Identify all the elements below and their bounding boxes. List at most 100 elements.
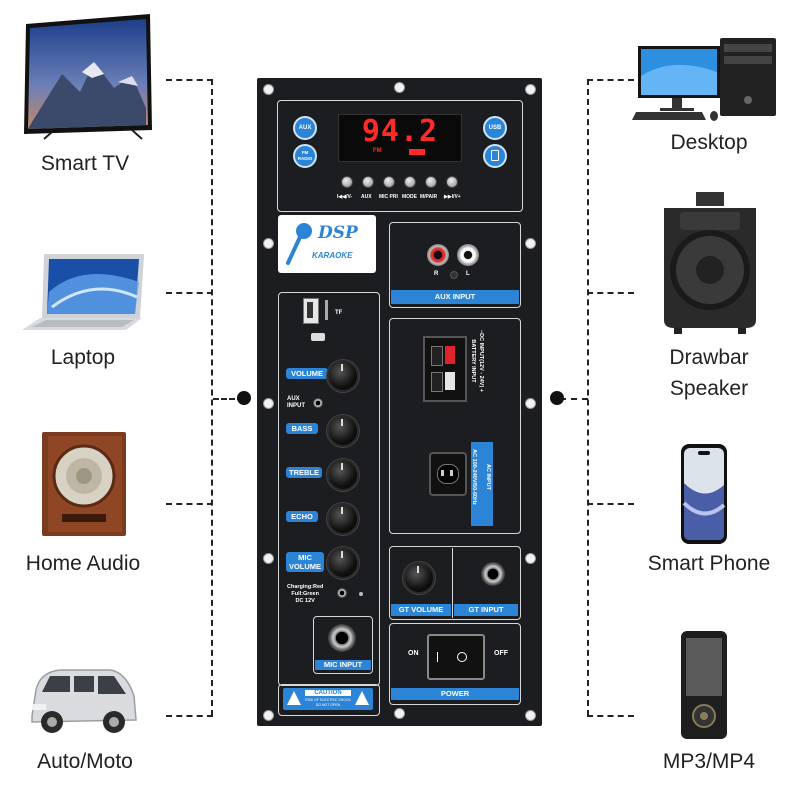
frequency-readout: 94.2 (361, 114, 439, 149)
dc-input-label: −DC INPUT(12V - 24V) + BATTERY INPUT (470, 329, 484, 393)
smart-tv-icon (24, 14, 152, 140)
aux-mode-button[interactable] (362, 176, 374, 188)
prev-volume-down-button[interactable] (341, 176, 353, 188)
mic-input-module (313, 616, 373, 674)
ac-socket[interactable] (429, 452, 467, 496)
mic-volume-knob[interactable] (327, 547, 359, 579)
caution-label: CAUTION RISK OF ELECTRIC SHOCK DO NOT OP… (283, 688, 373, 710)
mic-input-jack[interactable] (328, 624, 356, 652)
device-label-home-audio: Home Audio (25, 552, 141, 575)
screw (263, 553, 274, 564)
screw (394, 708, 405, 719)
microphone-icon (286, 223, 312, 265)
power-input-module (389, 318, 521, 534)
echo-knob[interactable] (327, 503, 359, 535)
gt-input-label: GT INPUT (454, 604, 518, 616)
mic-input-label: MIC INPUT (315, 660, 371, 670)
screw (525, 84, 536, 95)
fm-radio-button[interactable]: FM RADIO (293, 144, 317, 168)
desktop-computer-icon (632, 38, 776, 121)
power-on-label: ON (408, 650, 419, 657)
gt-module (389, 546, 521, 620)
rca-l-label: L (466, 271, 470, 277)
volume-label: VOLUME (286, 368, 328, 379)
aux-button[interactable]: AUX (293, 116, 317, 140)
gt-input-jack[interactable] (481, 562, 505, 586)
tact-label: M/PAIR (420, 194, 438, 200)
connector-dot (237, 391, 251, 405)
next-volume-up-button[interactable] (446, 176, 458, 188)
usb-port[interactable] (303, 298, 319, 324)
mic-priority-button[interactable] (383, 176, 395, 188)
tact-label: AUX (361, 194, 372, 200)
power-module (389, 623, 521, 705)
sd-card-icon (491, 150, 499, 161)
power-off-label: OFF (494, 650, 508, 657)
device-label-desktop: Desktop (670, 131, 748, 154)
battery-terminal[interactable] (423, 336, 467, 402)
connector-line (560, 398, 588, 400)
usb-button[interactable]: USB (483, 116, 507, 140)
sd-card-button[interactable] (483, 144, 507, 168)
tf-label: TF (335, 310, 343, 316)
connector-line (587, 715, 634, 717)
rca-left-jack[interactable] (457, 244, 479, 266)
fm-indicator: FM (373, 148, 382, 154)
pair-button[interactable] (425, 176, 437, 188)
drawbar-speaker-icon (664, 192, 756, 334)
caution-module (278, 684, 380, 716)
power-rocker-switch[interactable] (427, 634, 485, 680)
connector-line (166, 292, 213, 294)
ac-input-label: AC INPUT AC 100-240V/50-60Hz (471, 442, 493, 526)
tf-card-slot[interactable] (325, 300, 328, 320)
battery-indicator (409, 149, 425, 155)
mp3-player-icon (681, 631, 727, 739)
led-display: 94.2 FM (338, 114, 462, 162)
smartphone-icon (681, 444, 727, 544)
rca-right-jack[interactable] (427, 244, 449, 266)
connector-line (166, 79, 213, 81)
gt-divider (452, 548, 453, 618)
aux-input-module (389, 222, 521, 308)
connector-line (213, 398, 243, 400)
screw (394, 82, 405, 93)
screw (263, 238, 274, 249)
car-icon (31, 669, 137, 733)
usb-icon (311, 333, 325, 341)
aux-input-jack[interactable] (313, 398, 323, 408)
dsp-title: DSP (318, 223, 358, 243)
treble-knob[interactable] (327, 459, 359, 491)
caution-title: CAUTION (305, 690, 351, 696)
dc-12v-jack[interactable] (337, 588, 347, 598)
charging-led (359, 592, 363, 596)
connector-dot (550, 391, 564, 405)
connector-line (211, 79, 213, 716)
screw (263, 84, 274, 95)
gt-volume-label: GT VOLUME (391, 604, 451, 616)
warning-icon (287, 691, 301, 705)
device-label-smart-tv: Smart TV (40, 152, 130, 175)
aux-input-label: AUX INPUT (391, 290, 519, 304)
screw (263, 398, 274, 409)
caution-text: RISK OF ELECTRIC SHOCK DO NOT OPEN (305, 698, 351, 707)
screw (525, 398, 536, 409)
gt-volume-knob[interactable] (403, 562, 435, 594)
device-label-auto-moto: Auto/Moto (37, 750, 133, 773)
connector-line (587, 79, 634, 81)
tact-label: ▶▶I/V+ (444, 194, 461, 200)
power-label: POWER (391, 688, 519, 700)
mode-button[interactable] (404, 176, 416, 188)
connector-line (587, 503, 634, 505)
volume-knob[interactable] (327, 360, 359, 392)
screw (263, 710, 274, 721)
bass-knob[interactable] (327, 415, 359, 447)
screw (525, 710, 536, 721)
device-label-mp3-mp4: MP3/MP4 (662, 750, 756, 773)
connector-line (587, 292, 634, 294)
screw (525, 553, 536, 564)
tact-label: MIC PRI (379, 194, 398, 200)
tact-label: MODE (402, 194, 417, 200)
aux-indicator-led (450, 271, 458, 279)
left-control-module (278, 292, 380, 686)
connector-line (166, 503, 213, 505)
